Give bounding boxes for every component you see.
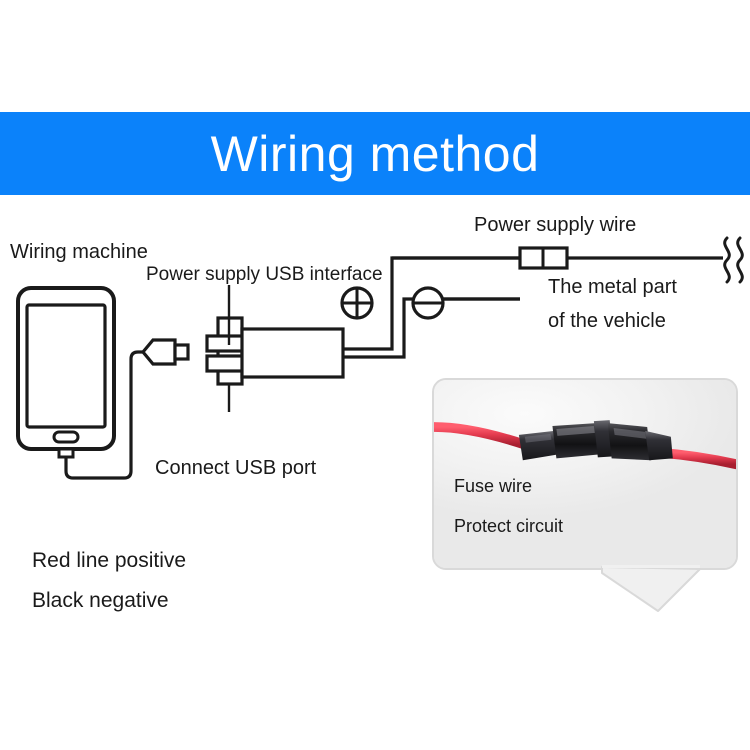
fuse-wire-callout: Fuse wire Protect circuit [432, 378, 738, 570]
page-title: Wiring method [210, 125, 540, 182]
usb-plug-tip [173, 343, 190, 361]
label-wiring-machine: Wiring machine [10, 241, 148, 263]
label-black-negative: Black negative [32, 589, 169, 612]
label-metal-part-line2: of the vehicle [548, 310, 666, 332]
negative-terminal-icon [411, 286, 445, 320]
label-power-supply-wire: Power supply wire [474, 214, 637, 236]
wire-break-icon [723, 236, 744, 284]
fuse-photo-artwork [434, 420, 736, 470]
callout-tail [601, 565, 701, 612]
label-power-supply-usb-interface: Power supply USB interface [146, 264, 383, 285]
usb-plug-body [140, 338, 177, 366]
power-supply-box [240, 327, 345, 379]
label-red-line-positive: Red line positive [32, 549, 187, 572]
callout-label-protect-circuit: Protect circuit [454, 516, 564, 536]
fuse-photo [434, 380, 736, 568]
title-banner: Wiring method [0, 112, 750, 195]
positive-terminal-icon [340, 286, 374, 320]
phone-home-button [52, 430, 80, 444]
phone-usb-cable [64, 350, 153, 480]
label-connect-usb-port: Connect USB port [155, 457, 317, 479]
callout-label-fuse-wire: Fuse wire [454, 476, 533, 496]
phone-charging-port [57, 447, 75, 459]
phone-screen [25, 303, 107, 429]
label-metal-part-line1: The metal part [548, 276, 677, 298]
